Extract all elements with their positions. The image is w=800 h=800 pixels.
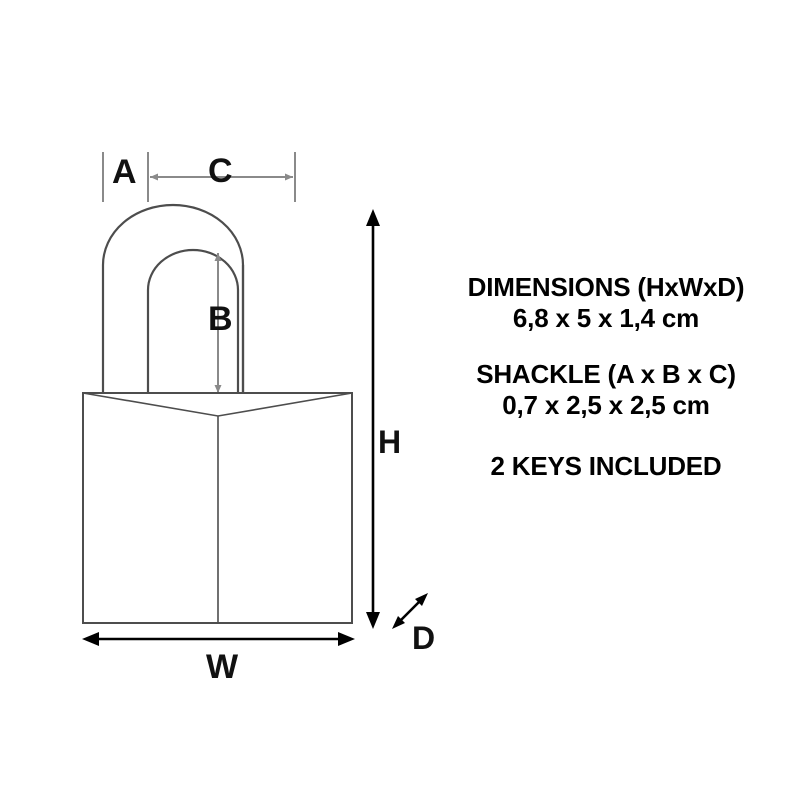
- arrowhead-w-left: [82, 632, 99, 646]
- specification-block: DIMENSIONS (HxWxD) 6,8 x 5 x 1,4 cm SHAC…: [420, 272, 792, 481]
- dimension-label-c: C: [208, 152, 233, 190]
- keys-spec-group: 2 KEYS INCLUDED: [420, 451, 792, 482]
- arrowhead-b-bottom: [214, 385, 222, 393]
- arrowhead-b-top: [214, 253, 222, 261]
- dimension-label-a: A: [112, 153, 137, 191]
- arrowhead-h-bottom: [366, 612, 380, 629]
- arrowhead-c-right: [285, 173, 293, 181]
- dimension-label-b: B: [208, 300, 233, 338]
- arrowhead-d-upper: [415, 593, 428, 606]
- arrowhead-d-lower: [392, 616, 405, 629]
- shackle-value: 0,7 x 2,5 x 2,5 cm: [502, 390, 710, 421]
- arrowhead-h-top: [366, 209, 380, 226]
- shackle-spec-group: SHACKLE (A x B x C) 0,7 x 2,5 x 2,5 cm: [420, 359, 792, 420]
- keys-included-note: 2 KEYS INCLUDED: [490, 450, 722, 481]
- arrowhead-w-right: [338, 632, 355, 646]
- dimensions-value: 6,8 x 5 x 1,4 cm: [512, 302, 700, 333]
- dimension-label-h: H: [378, 424, 402, 460]
- shackle-outer-outline: [101, 203, 245, 393]
- shackle-inner-outline: [146, 248, 240, 393]
- dimensions-heading: DIMENSIONS (HxWxD): [467, 272, 745, 302]
- shackle-heading: SHACKLE (A x B x C): [476, 359, 736, 390]
- arrowhead-c-left: [150, 173, 158, 181]
- dimension-label-d: D: [412, 620, 436, 656]
- dimension-label-w: W: [206, 648, 239, 686]
- dimensions-spec-group: DIMENSIONS (HxWxD) 6,8 x 5 x 1,4 cm: [420, 272, 792, 333]
